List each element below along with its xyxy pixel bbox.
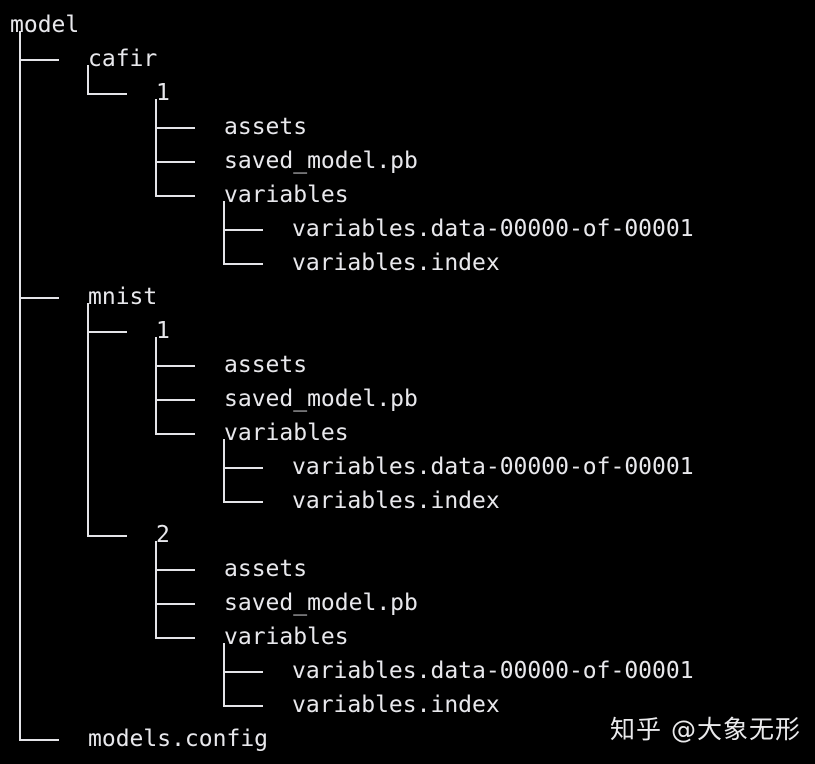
tree-row: mnist <box>10 280 810 314</box>
tree-row: variables.index <box>10 484 810 518</box>
zhihu-watermark: 知乎 @大象无形 <box>610 715 801 744</box>
tree-row: variables <box>10 416 810 450</box>
tree-node-label: saved_model.pb <box>224 148 418 174</box>
tree-node-label: saved_model.pb <box>224 590 418 616</box>
tree-node-label: assets <box>224 114 308 140</box>
tree-row: variables.index <box>10 246 810 280</box>
tree-node-label: model <box>10 12 80 38</box>
tree-node-label: 2 <box>156 522 170 548</box>
tree-node-label: variables.data-00000-of-00001 <box>292 658 694 684</box>
tree-node-label: variables <box>224 420 349 446</box>
tree-node-label: variables <box>224 624 349 650</box>
tree-node-label: assets <box>224 556 308 582</box>
tree-node-label: variables.index <box>292 692 500 718</box>
tree-row: variables.index <box>10 688 810 722</box>
tree-node-label: variables.data-00000-of-00001 <box>292 216 694 242</box>
tree-row: variables.data-00000-of-00001 <box>10 654 810 688</box>
tree-row: models.config <box>10 722 810 756</box>
tree-row: 2 <box>10 518 810 552</box>
tree-node-label: models.config <box>88 726 269 752</box>
tree-row: 1 <box>10 314 810 348</box>
tree-row: 1 <box>10 76 810 110</box>
tree-row: variables.data-00000-of-00001 <box>10 212 810 246</box>
tree-row: variables <box>10 178 810 212</box>
tree-row: assets <box>10 552 810 586</box>
tree-row: saved_model.pb <box>10 382 810 416</box>
tree-node-label: cafir <box>88 46 158 72</box>
directory-tree: model cafir 1 assets saved_model.pb variables… <box>10 8 810 756</box>
tree-row: variables <box>10 620 810 654</box>
tree-row: model <box>10 8 810 42</box>
tree-row: cafir <box>10 42 810 76</box>
tree-row: assets <box>10 348 810 382</box>
tree-node-label: variables.index <box>292 250 500 276</box>
tree-node-label: variables.data-00000-of-00001 <box>292 454 694 480</box>
tree-row: saved_model.pb <box>10 144 810 178</box>
tree-node-label: variables <box>224 182 349 208</box>
tree-node-label: variables.index <box>292 488 500 514</box>
tree-row: variables.data-00000-of-00001 <box>10 450 810 484</box>
tree-node-label: assets <box>224 352 308 378</box>
tree-node-label: saved_model.pb <box>224 386 418 412</box>
tree-node-label: 1 <box>156 318 170 344</box>
tree-row: assets <box>10 110 810 144</box>
tree-node-label: 1 <box>156 80 170 106</box>
tree-row: saved_model.pb <box>10 586 810 620</box>
tree-node-label: mnist <box>88 284 158 310</box>
